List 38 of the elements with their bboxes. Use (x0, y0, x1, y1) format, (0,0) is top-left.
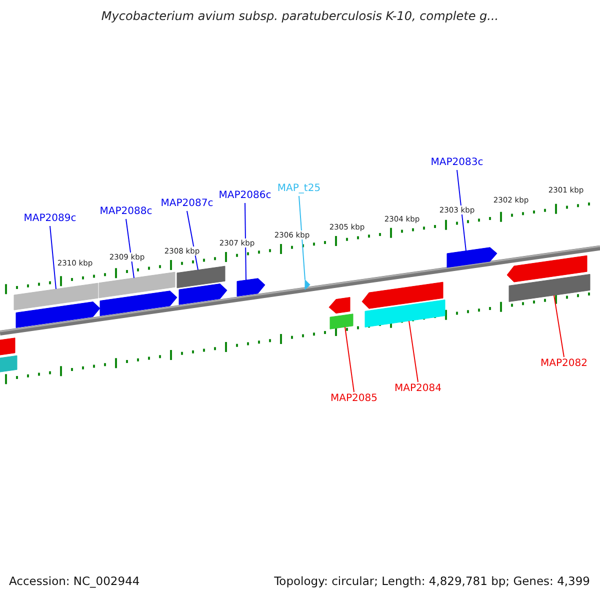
gene-bar (98, 272, 176, 298)
leader-line (456, 170, 466, 252)
gene-feature (446, 247, 498, 268)
gene-label: MAP2086c (218, 190, 272, 202)
gene-bar (364, 300, 446, 328)
gene-label: MAP2087c (160, 198, 214, 210)
gene-bar (0, 338, 16, 356)
footer-text: Topology: circular; Length: 4,829,781 bp; Genes: 4,399 (274, 574, 590, 588)
gene-label: MAP2088c (100, 206, 152, 218)
gene-feature (236, 278, 266, 297)
gene-feature (506, 255, 588, 282)
leader-line (298, 196, 306, 280)
leader-line (244, 202, 246, 281)
footer-text: Accession: NC_002944 (9, 574, 140, 588)
leader-line (50, 226, 56, 290)
gene-feature (16, 302, 100, 328)
gene-feature (178, 284, 228, 305)
gene-label: MAP2084 (394, 383, 442, 395)
leader-line (344, 326, 354, 392)
gene-bar (0, 355, 18, 372)
title: Mycobacterium avium subsp. paratuberculosis K-10, complete g... (100, 9, 500, 23)
leader-line (554, 294, 564, 358)
gene-bar (330, 314, 354, 330)
gene-feature (328, 297, 350, 314)
gene-label: MAP2085 (330, 393, 378, 405)
gene-bar (508, 274, 590, 302)
leader-line (186, 210, 198, 270)
gene-label: MAP2089c (24, 213, 76, 225)
gene-label: MAP2082 (540, 358, 588, 370)
leader-line (408, 320, 418, 382)
gene-label: MAP_t25 (277, 183, 321, 195)
gene-feature (362, 282, 444, 309)
gene-label: MAP2083c (430, 157, 484, 169)
gene-marker (304, 279, 310, 290)
gene-bar (176, 266, 226, 288)
gene-bar (14, 282, 98, 310)
gene-feature (100, 290, 178, 316)
leader-line (126, 218, 134, 278)
